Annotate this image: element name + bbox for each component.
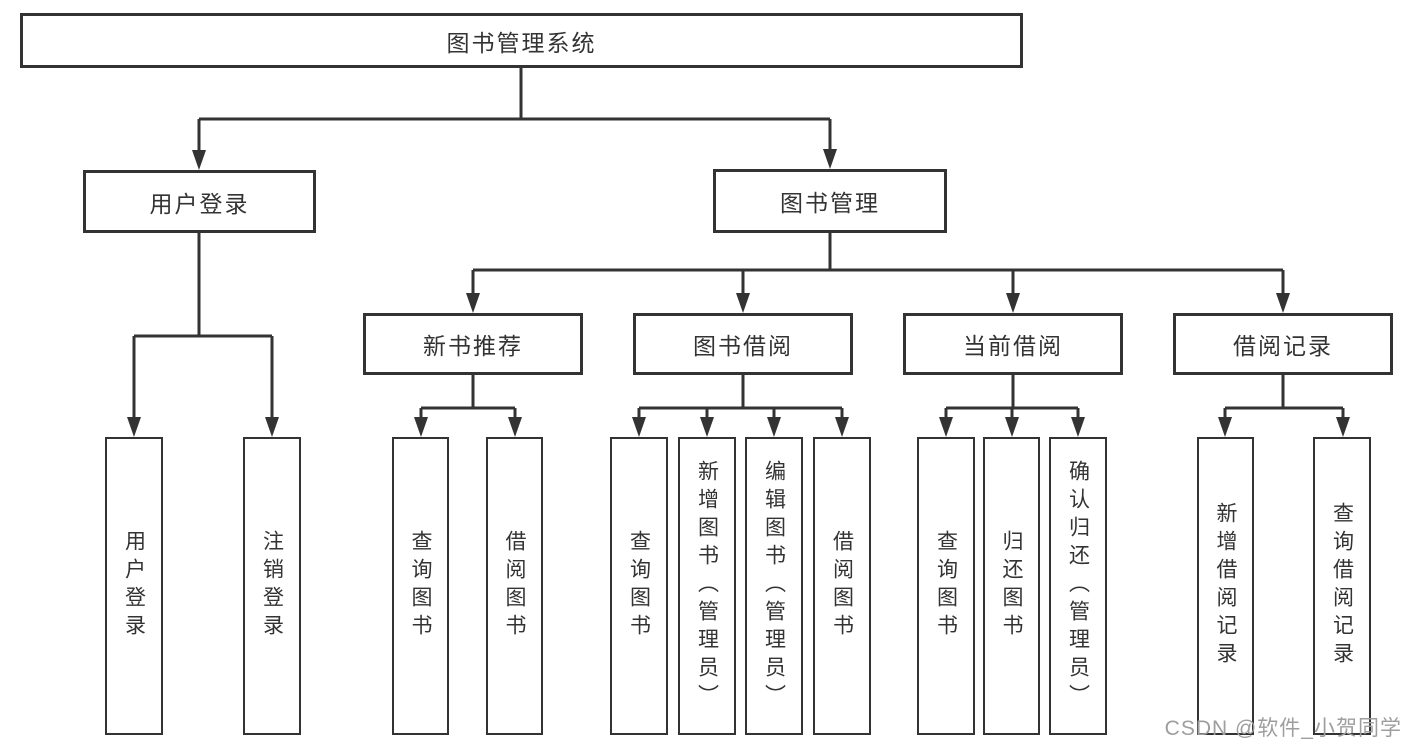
arrowhead: [1005, 417, 1019, 437]
arrowhead: [1336, 417, 1350, 437]
leaf-label: 借阅图书: [503, 530, 526, 642]
node-new-book-recommend-label: 新书推荐: [423, 333, 523, 359]
leaf-query-books-borrow: 查询图书: [610, 437, 668, 735]
leaf-label: 用户登录: [122, 530, 146, 642]
leaf-add-borrow-record: 新增借阅记录: [1197, 437, 1254, 735]
arrowhead: [767, 417, 781, 437]
leaf-add-books-admin: 新增图书（管理员）: [678, 437, 736, 735]
arrowhead: [414, 417, 428, 437]
node-book-management: 图书管理: [713, 169, 947, 233]
node-book-borrow: 图书借阅: [633, 313, 853, 375]
leaf-label: 归还图书: [1000, 530, 1023, 642]
arrowhead: [1276, 293, 1290, 313]
connector-root: [197, 68, 832, 152]
arrowhead: [1218, 417, 1232, 437]
leaf-query-books-recommend: 查询图书: [392, 437, 449, 735]
arrowhead: [700, 417, 714, 437]
leaf-borrow-books: 借阅图书: [813, 437, 871, 735]
leaf-query-books-current: 查询图书: [917, 437, 975, 735]
node-user-login: 用户登录: [83, 170, 316, 233]
arrowhead: [127, 417, 141, 437]
connector-book-borrow: [637, 375, 844, 419]
arrowhead: [823, 149, 837, 169]
arrowhead: [466, 293, 480, 313]
node-current-borrow-label: 当前借阅: [963, 333, 1063, 359]
node-root: 图书管理系统: [20, 13, 1023, 68]
connector-current-borrow: [944, 375, 1080, 419]
leaf-user-login: 用户登录: [105, 437, 163, 735]
node-book-management-label: 图书管理: [780, 190, 880, 216]
leaf-label: 查询图书: [934, 530, 958, 642]
leaf-label: 注销登录: [260, 530, 284, 642]
arrowhead: [265, 417, 279, 437]
leaf-confirm-return-admin: 确认归还（管理员）: [1049, 437, 1107, 735]
leaf-edit-books-admin: 编辑图书（管理员）: [745, 437, 803, 735]
arrowhead: [632, 417, 646, 437]
connector-user-login: [132, 233, 274, 419]
arrowhead: [835, 417, 849, 437]
arrowhead: [1006, 293, 1020, 313]
leaf-label: 借阅图书: [830, 530, 854, 642]
node-borrow-records: 借阅记录: [1173, 313, 1393, 375]
node-book-borrow-label: 图书借阅: [693, 333, 793, 359]
leaf-label: 确认归还（管理员）: [1066, 460, 1090, 712]
leaf-label: 查询图书: [627, 530, 651, 642]
node-new-book-recommend: 新书推荐: [363, 313, 583, 375]
leaf-label: 查询图书: [409, 530, 432, 642]
leaf-logout: 注销登录: [243, 437, 301, 735]
arrowhead: [736, 293, 750, 313]
leaf-return-books: 归还图书: [983, 437, 1040, 735]
leaf-label: 新增图书（管理员）: [695, 460, 719, 712]
leaf-query-borrow-record: 查询借阅记录: [1313, 437, 1371, 735]
node-current-borrow: 当前借阅: [903, 313, 1123, 375]
arrowhead: [939, 417, 953, 437]
leaf-label: 新增借阅记录: [1214, 502, 1237, 670]
node-borrow-records-label: 借阅记录: [1233, 333, 1333, 359]
arrowhead: [508, 417, 522, 437]
leaf-borrow-books-recommend: 借阅图书: [486, 437, 543, 735]
arrowhead: [192, 150, 206, 170]
connector-book-management: [471, 233, 1285, 295]
connector-new-book-recommend: [419, 375, 517, 419]
node-user-login-label: 用户登录: [149, 190, 250, 217]
connector-borrow-records: [1223, 375, 1345, 419]
node-root-label: 图书管理系统: [446, 29, 597, 56]
csdn-watermark: CSDN @软件_小贺同学: [1164, 717, 1402, 740]
arrowhead: [1071, 417, 1085, 437]
leaf-label: 查询借阅记录: [1330, 502, 1354, 670]
leaf-label: 编辑图书（管理员）: [762, 460, 786, 712]
